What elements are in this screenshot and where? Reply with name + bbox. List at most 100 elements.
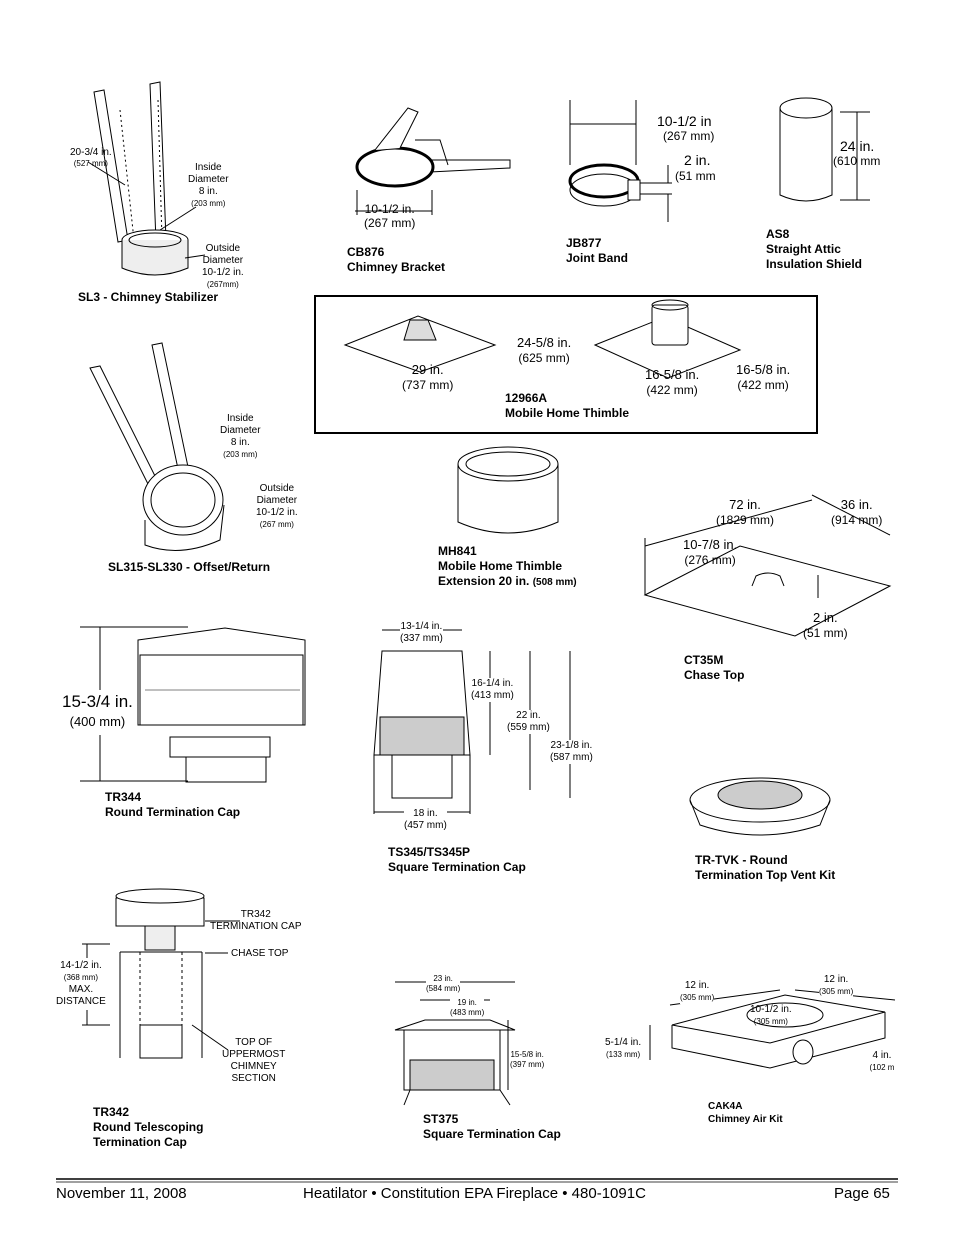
sl3-name: SL3 - Chimney Stabilizer	[78, 290, 219, 304]
ts345-a-in: 16-1/4 in.	[471, 678, 514, 689]
tr342-illustration	[82, 888, 240, 1059]
cb876-dim: 10-1/2 in.(267 mm)	[364, 202, 415, 231]
ct35m-illustration	[643, 494, 892, 637]
mh841-code: MH841	[438, 544, 477, 558]
tr342-d-mm: (368 mm)	[63, 973, 99, 982]
st375-code: ST375	[423, 1112, 459, 1126]
mh841-name-2: Extension 20 in. (508 mm)	[438, 574, 577, 589]
sl3-id-l2: Diameter	[188, 174, 229, 185]
ts345-illustration	[373, 629, 571, 814]
sl3-length: 20-3/4 in.(527 mm)	[70, 147, 112, 169]
trtvk-illustration	[689, 777, 831, 836]
cb876-dim-mm: (267 mm)	[364, 216, 416, 231]
ct35m-d-in: 36 in.	[840, 497, 873, 512]
sl315-id-mm: (203 mm)	[223, 450, 258, 459]
m12966a-d2-mm: (737 mm)	[402, 377, 454, 392]
cak4a-d-in: 4 in.	[872, 1050, 892, 1061]
12966a-illustration	[343, 299, 742, 379]
tr344-h: 15-3/4 in. (400 mm)	[62, 692, 133, 732]
sl315-name: SL315-SL330 - Offset/Return	[108, 560, 271, 574]
as8-h-mm: (610 mm	[833, 154, 881, 168]
ct35m-code: CT35M	[684, 653, 724, 667]
ct35m-c-mm: (276 mm)	[684, 552, 736, 567]
st375-h-mm: (397 mm)	[510, 1059, 545, 1069]
cak4a-b-in: 12 in.	[823, 974, 849, 985]
tr344-name: Round Termination Cap	[105, 805, 241, 819]
st375-w2-in: 19 in.	[457, 998, 477, 1007]
st375-w1-in: 23 in.	[433, 974, 453, 983]
cak4a-a-mm: (305 mm)	[680, 993, 715, 1002]
sl315-illustration	[89, 342, 225, 551]
ts345-c: 23-1/8 in.(587 mm)	[550, 740, 593, 764]
ts345-name: Square Termination Cap	[388, 860, 526, 874]
tr342-chase: CHASE TOP	[231, 948, 289, 959]
tr342-name-1: Round Telescoping	[93, 1120, 204, 1134]
cak4a-c-in: 10-1/2 in.	[750, 1004, 792, 1015]
ts345-c-in: 23-1/8 in.	[550, 740, 593, 751]
ts345-top: 13-1/4 in.(337 mm)	[400, 621, 443, 645]
mh841-name-1: Mobile Home Thimble	[438, 559, 563, 573]
cb876-code: CB876	[347, 245, 385, 259]
cak4a-h-in: 5-1/4 in.	[605, 1037, 642, 1048]
tr342-cap-l1: TR342	[240, 909, 271, 920]
m12966a-code: 12966A	[505, 391, 548, 405]
sl3-od-l1: Outside	[205, 243, 241, 254]
ts345-a-mm: (413 mm)	[471, 690, 514, 701]
cak4a-h-mm: (133 mm)	[605, 1050, 641, 1059]
cak4a-d-mm: (102 m	[869, 1063, 895, 1072]
cak4a-illustration	[649, 989, 896, 1069]
ts345-code: TS345/TS345P	[388, 845, 471, 859]
ct35m-w-mm: (1829 mm)	[716, 512, 775, 527]
sl3-len-mm: (527 mm)	[73, 159, 108, 168]
as8-name-1: Straight Attic	[766, 242, 841, 256]
ts345-b: 22 in.(559 mm)	[507, 710, 550, 734]
st375-illustration	[394, 981, 516, 1106]
st375-w2: 19 in.(483 mm)	[450, 998, 485, 1018]
st375-h-in: 15-5/8 in.	[510, 1050, 544, 1059]
ct35m-c-in: 10-7/8 in.	[683, 537, 738, 552]
tr342-code: TR342	[93, 1105, 130, 1119]
ct35m-w-in: 72 in.	[729, 497, 761, 512]
ts345-top-in: 13-1/4 in.	[400, 621, 443, 632]
as8-name-2: Insulation Shield	[766, 257, 863, 271]
tr344-illustration	[80, 626, 306, 783]
jb877-illustration	[568, 100, 672, 222]
cb876-name: Chimney Bracket	[347, 260, 446, 274]
sl315-id-l1: Inside	[226, 413, 254, 424]
m12966a-d3-in: 16-5/8 in.	[645, 367, 700, 382]
sl315-od-l1: Outside	[259, 483, 295, 494]
tr342-dist: 14-1/2 in.(368 mm)MAX.DISTANCE	[56, 960, 106, 1008]
sl315-od-l2: Diameter	[256, 495, 298, 506]
tr344-h-in: 15-3/4 in.	[62, 692, 133, 711]
trtvk-name-1: TR-TVK - Round	[695, 853, 788, 867]
jb877-h-mm: (51 mm	[675, 169, 716, 183]
ct35m-d-mm: (914 mm)	[831, 512, 883, 527]
tr342-top-l1: TOP OF	[235, 1037, 273, 1048]
tr342-cap-l2: TERMINATION CAP	[210, 921, 302, 932]
as8-illustration	[779, 97, 870, 202]
sl3-od-l2: Diameter	[202, 255, 244, 266]
m12966a-d3-mm: (422 mm)	[646, 382, 698, 397]
ts345-w-mm: (457 mm)	[404, 820, 447, 831]
tr344-h-mm: (400 mm)	[69, 714, 126, 730]
jb877-code: JB877	[566, 236, 602, 250]
sl3-id-mm: (203 mm)	[191, 199, 226, 208]
ts345-b-mm: (559 mm)	[507, 722, 550, 733]
m12966a-d4-mm: (422 mm)	[737, 377, 789, 392]
mh841-name-mm: (508 mm)	[532, 577, 577, 588]
cak4a-a-in: 12 in.	[684, 980, 710, 991]
sl3-len-in: 20-3/4 in.	[70, 147, 112, 158]
jb877-dia-in: 10-1/2 in	[657, 113, 712, 129]
ts345-w: 18 in.(457 mm)	[404, 808, 447, 832]
st375-name: Square Termination Cap	[423, 1127, 561, 1141]
m12966a-d4: 16-5/8 in.(422 mm)	[736, 362, 790, 392]
mh841-illustration	[457, 446, 559, 534]
ct35m-h-mm: (51 mm)	[803, 625, 848, 640]
tr342-top-l2: UPPERMOST	[222, 1049, 286, 1060]
